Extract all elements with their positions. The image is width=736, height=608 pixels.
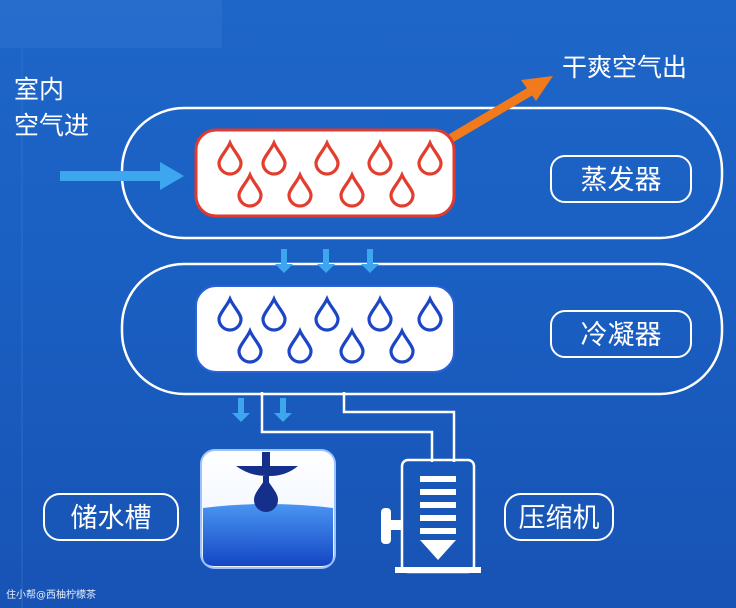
water-drop-icon [367,138,393,176]
refrigerant-pipes [260,392,456,462]
water-drop-icon [287,326,313,364]
airflow-arrow-icon [274,398,292,422]
tank-label-frame [43,493,179,541]
compressor-fin [420,489,456,495]
condenser-housing [120,262,724,396]
compressor-fin [420,476,456,482]
water-drop-icon [217,294,243,332]
airflow-arrow-icon [275,249,293,273]
water-drop-icon [217,138,243,176]
water-drop-icon [237,170,263,208]
water-drop-icon [237,326,263,364]
background-panel [0,0,222,48]
evaporator-drops [217,138,443,208]
water-drop-icon [389,326,415,364]
water-drop-icon [339,326,365,364]
indoor-air-in-line2: 空气进 [14,111,89,140]
compressor-fin [420,502,456,508]
indoor-air-in-line1: 室内 [14,75,64,104]
airflow-arrow-icon [317,249,335,273]
water-drop-icon [417,294,443,332]
airflow-arrow-icon [361,249,379,273]
water-drop-icon [417,138,443,176]
water-drop-icon [367,294,393,332]
compressor-label-frame [504,493,614,541]
condenser-drops [217,294,443,364]
condenser-label: 冷凝器 [581,320,662,351]
drain-down-arrows [232,398,292,422]
water-drop-icon [339,170,365,208]
drip-funnel-icon [236,452,298,512]
compressor-fin [420,515,456,521]
water-drop-icon [314,294,340,332]
water-drop-icon [389,170,415,208]
airflow-down-arrows [275,249,379,273]
airflow-in-arrow-icon [60,162,184,190]
compressor-icon [381,458,481,574]
evaporator-label-frame [550,155,692,203]
dry-air-out-label: 干爽空气出 [562,53,687,82]
compressor-label: 压缩机 [519,503,600,534]
water-tank-label: 储水槽 [71,503,152,534]
evaporator-label: 蒸发器 [581,165,662,196]
water-drop-icon [261,294,287,332]
compressor-fin [420,528,456,534]
dry-air-arrow-icon [445,76,553,144]
airflow-arrow-icon [232,398,250,422]
water-drop-icon [287,170,313,208]
water-drop-icon [314,138,340,176]
watermark: 住小帮@西柚柠檬茶 [6,590,96,601]
water-drop-icon [261,138,287,176]
condenser-label-frame [550,310,692,358]
